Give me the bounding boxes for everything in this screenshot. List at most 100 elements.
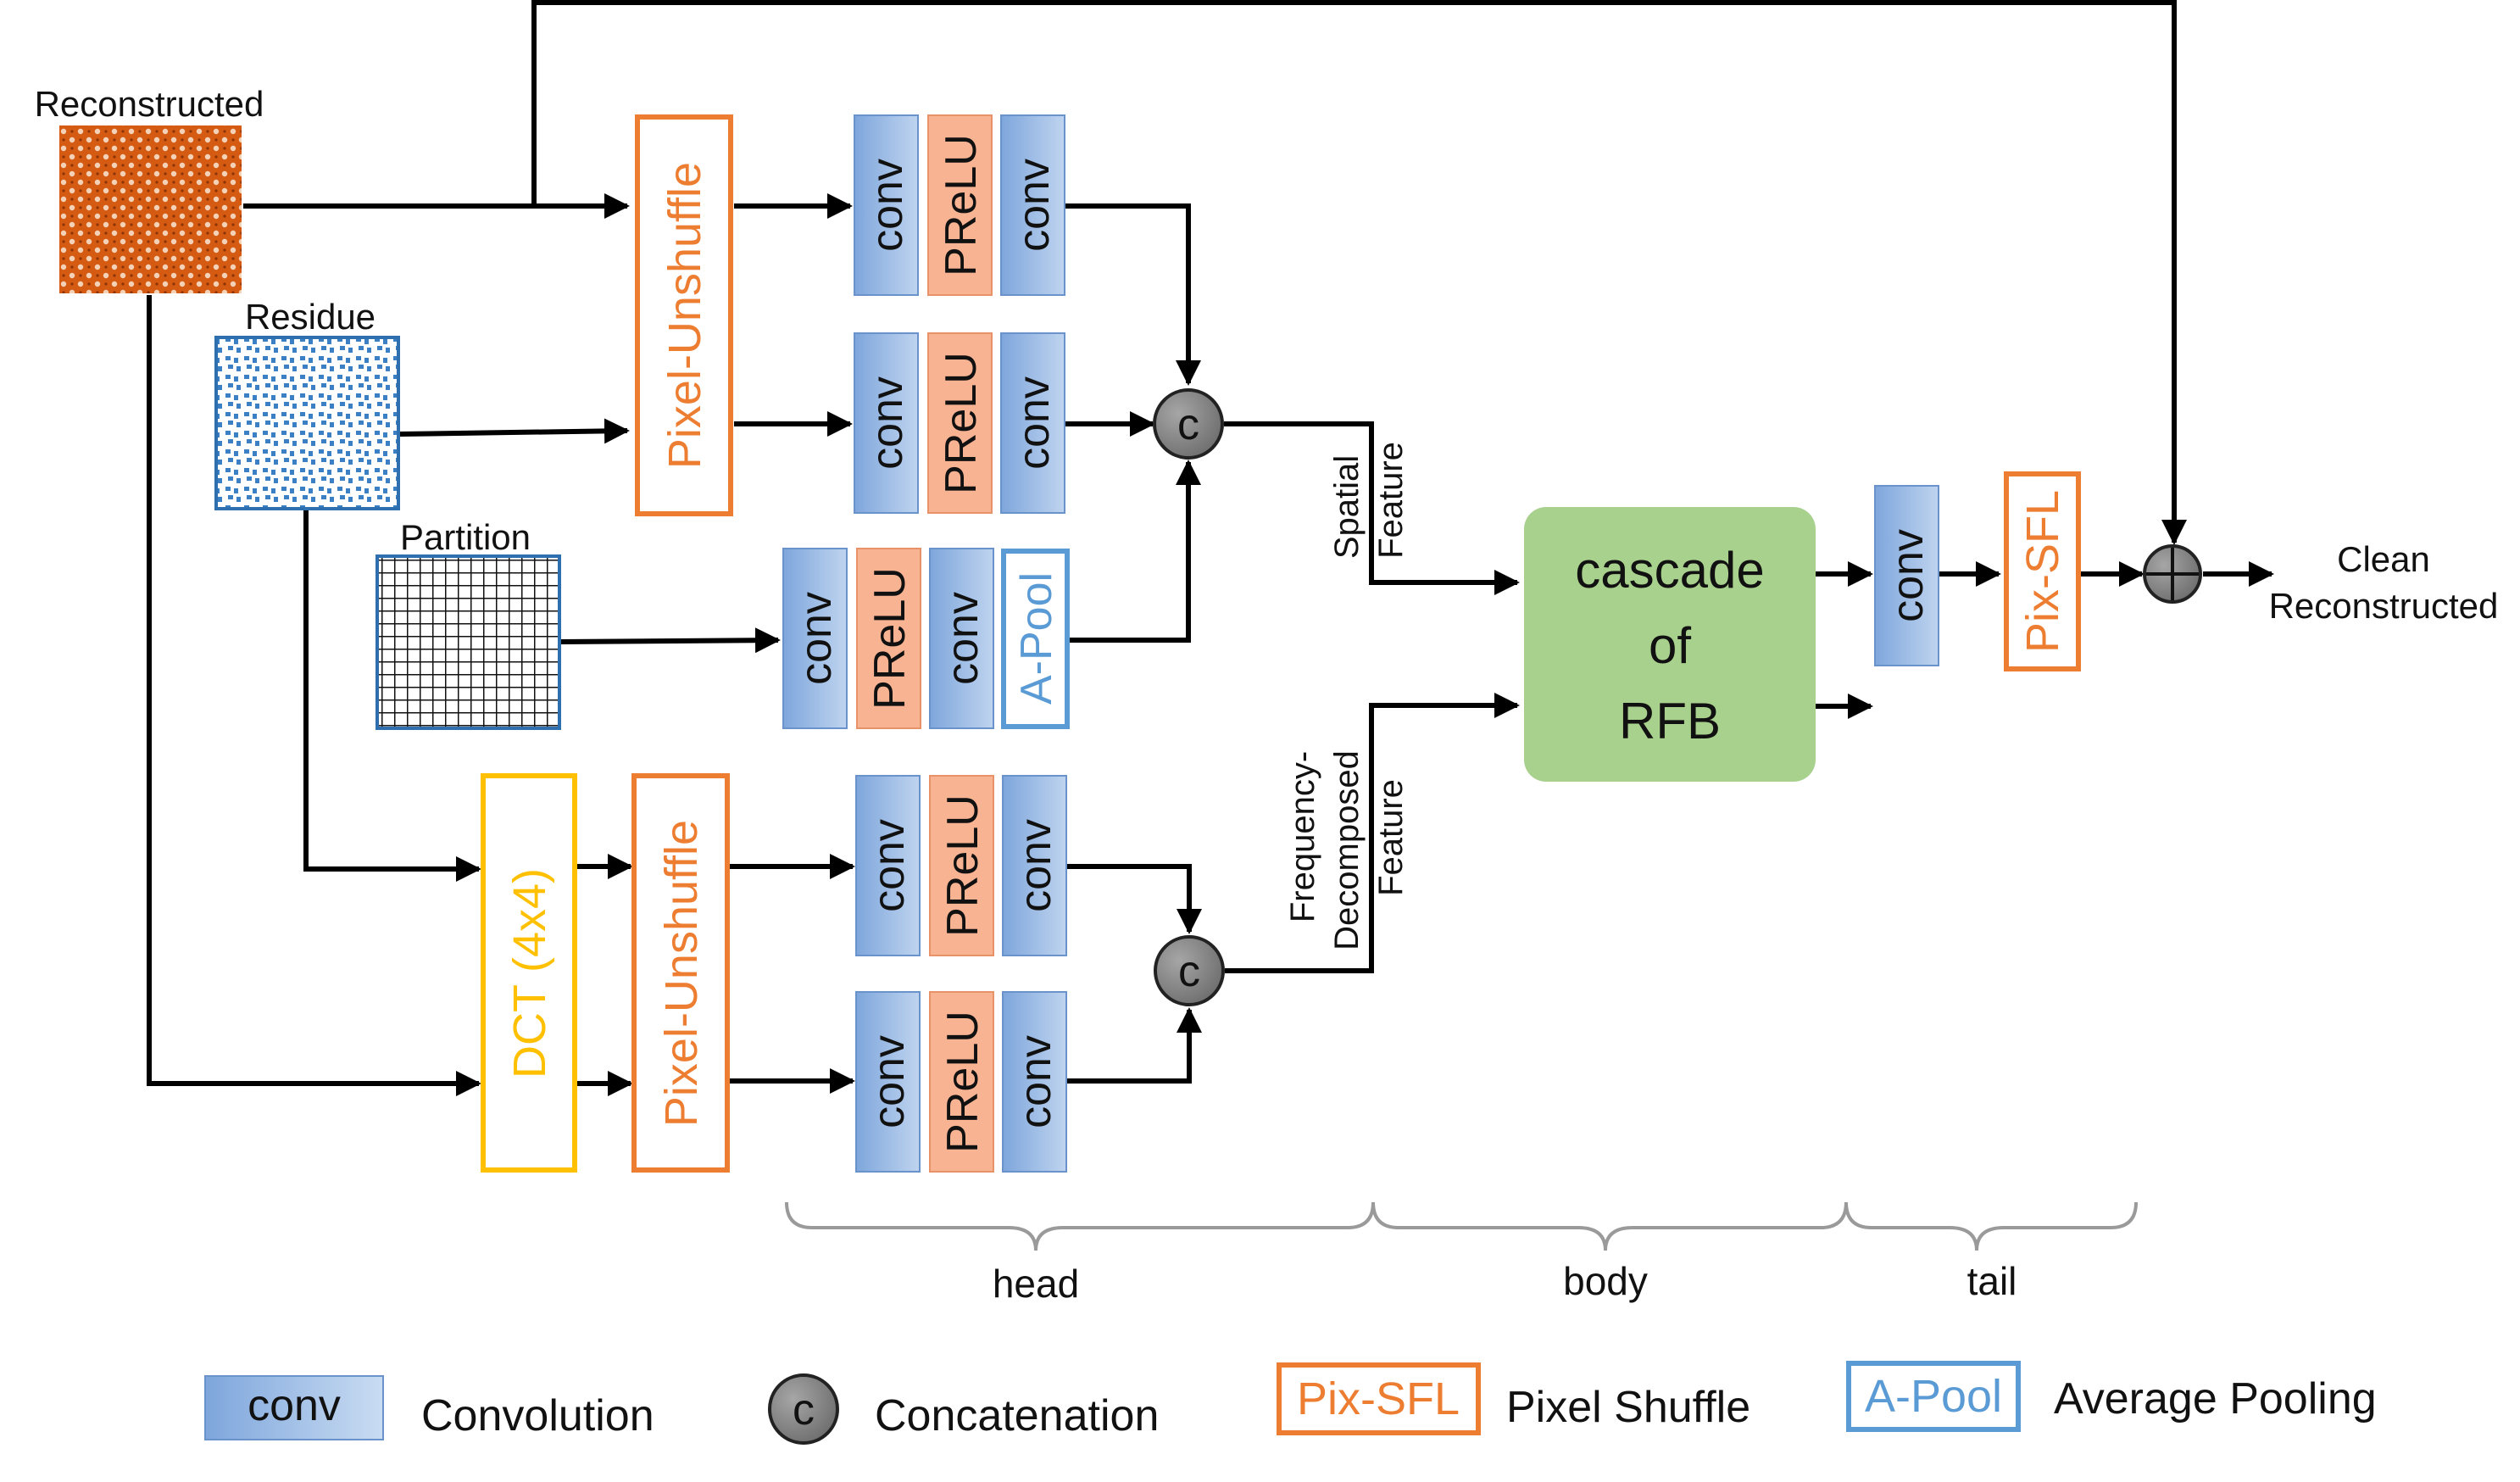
legend-apool-desc: Average Pooling xyxy=(2054,1374,2377,1424)
conv-block xyxy=(854,332,919,514)
output-line2: Reconstructed xyxy=(2269,586,2499,626)
conv-label: conv xyxy=(863,376,912,470)
conv-block xyxy=(1000,332,1065,514)
tail-brace xyxy=(1844,1201,2138,1251)
conv-block xyxy=(855,775,921,956)
arrow-residue-unshuffle xyxy=(399,418,630,444)
conv-label: conv xyxy=(865,1035,914,1128)
conv-block xyxy=(782,548,848,729)
prelu-label: PReLU xyxy=(938,1011,987,1153)
tail-conv: conv xyxy=(1874,485,1939,666)
branch-2: conv PReLU conv xyxy=(854,332,1065,514)
residue-label: Residue xyxy=(245,297,375,337)
legend-concat-swatch xyxy=(768,1373,839,1445)
legend-concat-desc: Concatenation xyxy=(875,1391,1159,1440)
conv-block xyxy=(1002,775,1067,956)
arrow-recon-dct xyxy=(147,295,481,1096)
frequency-feature-label: Frequency- Decomposed Feature xyxy=(1284,750,1410,950)
legend-conv-swatch xyxy=(204,1375,384,1440)
input-partition: Partition xyxy=(375,517,561,730)
spatial-line2: Feature xyxy=(1372,442,1410,559)
pixel-unshuffle-top-label: Pixel-Unshuffle xyxy=(659,162,710,469)
conv-label: conv xyxy=(1010,376,1059,470)
output-line1: Clean xyxy=(2337,539,2430,579)
conv-block xyxy=(1000,114,1065,296)
arrow-branch4-concat2 xyxy=(1066,864,1202,934)
branch-1: conv PReLU conv xyxy=(854,114,1065,296)
prelu-block xyxy=(927,114,993,296)
legend-pixsfl-swatch xyxy=(1277,1362,1481,1435)
pixel-unshuffle-bottom: Pixel-Unshuffle xyxy=(631,773,730,1173)
arrow-branch5-concat2 xyxy=(1066,1007,1202,1084)
input-residue: Residue xyxy=(214,297,400,510)
partition-label: Partition xyxy=(400,517,531,557)
conv-block xyxy=(855,991,921,1173)
conv-label: conv xyxy=(1883,529,1933,622)
legend-apool-swatch xyxy=(1846,1361,2021,1432)
spatial-feature-label: Spatial Feature xyxy=(1328,442,1410,559)
conv-label: conv xyxy=(1011,1035,1060,1128)
conv-block xyxy=(854,114,919,296)
conv-label: conv xyxy=(863,159,912,252)
dct-label: DCT (4x4) xyxy=(504,868,555,1078)
input-reconstructed: Reconstructed xyxy=(35,84,264,293)
body-label: body xyxy=(1563,1259,1648,1303)
conv-label: conv xyxy=(1010,159,1059,252)
apool-label: A-Pool xyxy=(1012,572,1061,705)
arrow-apool-concat xyxy=(1069,460,1201,643)
cascade-rfb-block: cascade of RFB xyxy=(1524,507,1816,782)
pixel-unshuffle-bottom-label: Pixel-Unshuffle xyxy=(656,820,707,1127)
conv-block xyxy=(1002,991,1067,1173)
tail-pix-sfl: Pix-SFL xyxy=(2004,471,2081,671)
prelu-label: PReLU xyxy=(865,567,915,710)
legend-concat-symbol: c xyxy=(793,1385,815,1435)
conv-label: conv xyxy=(1011,819,1060,912)
branch-4: conv PReLU conv xyxy=(855,775,1067,956)
branch-5: conv PReLU conv xyxy=(855,991,1067,1173)
residue-image xyxy=(214,336,400,510)
freq-line2: Decomposed xyxy=(1328,750,1366,950)
concat-node-spatial: c xyxy=(1153,388,1224,460)
prelu-label: PReLU xyxy=(938,794,987,937)
pixel-unshuffle-top: Pixel-Unshuffle xyxy=(635,114,733,516)
legend-conv-desc: Convolution xyxy=(421,1391,654,1440)
concat-label: c xyxy=(1178,947,1200,996)
rfb-line1: cascade xyxy=(1575,542,1764,599)
legend-apool-symbol: A-Pool xyxy=(1865,1371,2002,1422)
prelu-label: PReLU xyxy=(937,352,986,494)
arrow-residue-dct xyxy=(303,510,481,882)
rfb-line2: of xyxy=(1649,617,1691,674)
skip-connection xyxy=(531,0,2187,545)
connections xyxy=(147,0,2274,1096)
pix-sfl-label: Pix-SFL xyxy=(2017,490,2068,653)
conv-block xyxy=(929,548,994,729)
output-label: Clean Reconstructed xyxy=(2269,539,2499,626)
conv-label: conv xyxy=(865,819,914,912)
prelu-block xyxy=(929,775,994,956)
arrow-branch1-concat xyxy=(1065,203,1201,386)
elementwise-add-node xyxy=(2143,544,2202,604)
conv-label: conv xyxy=(938,592,987,685)
reconstructed-image xyxy=(59,125,242,293)
arrow-freq-rfb xyxy=(1225,693,1520,973)
freq-line1: Frequency- xyxy=(1284,751,1321,922)
head-brace xyxy=(785,1201,1375,1251)
prelu-block xyxy=(929,991,994,1173)
freq-line3: Feature xyxy=(1372,779,1410,896)
prelu-block xyxy=(856,548,921,729)
partition-image xyxy=(375,554,561,730)
prelu-block xyxy=(927,332,993,514)
concat-node-frequency: c xyxy=(1154,935,1225,1006)
head-label: head xyxy=(993,1262,1079,1306)
branch-3: conv PReLU conv A-Pool xyxy=(782,548,1070,729)
spatial-line1: Spatial xyxy=(1328,455,1366,559)
stage-braces: head body tail xyxy=(785,1201,2138,1306)
legend-conv-symbol: conv xyxy=(248,1381,341,1430)
apool-block xyxy=(1001,549,1070,729)
reconstructed-label: Reconstructed xyxy=(35,84,264,124)
arrow-partition-branch3 xyxy=(560,627,781,654)
prelu-label: PReLU xyxy=(937,134,986,276)
tail-label: tail xyxy=(1967,1259,2017,1303)
legend-pixsfl-desc: Pixel Shuffle xyxy=(1506,1383,1750,1432)
